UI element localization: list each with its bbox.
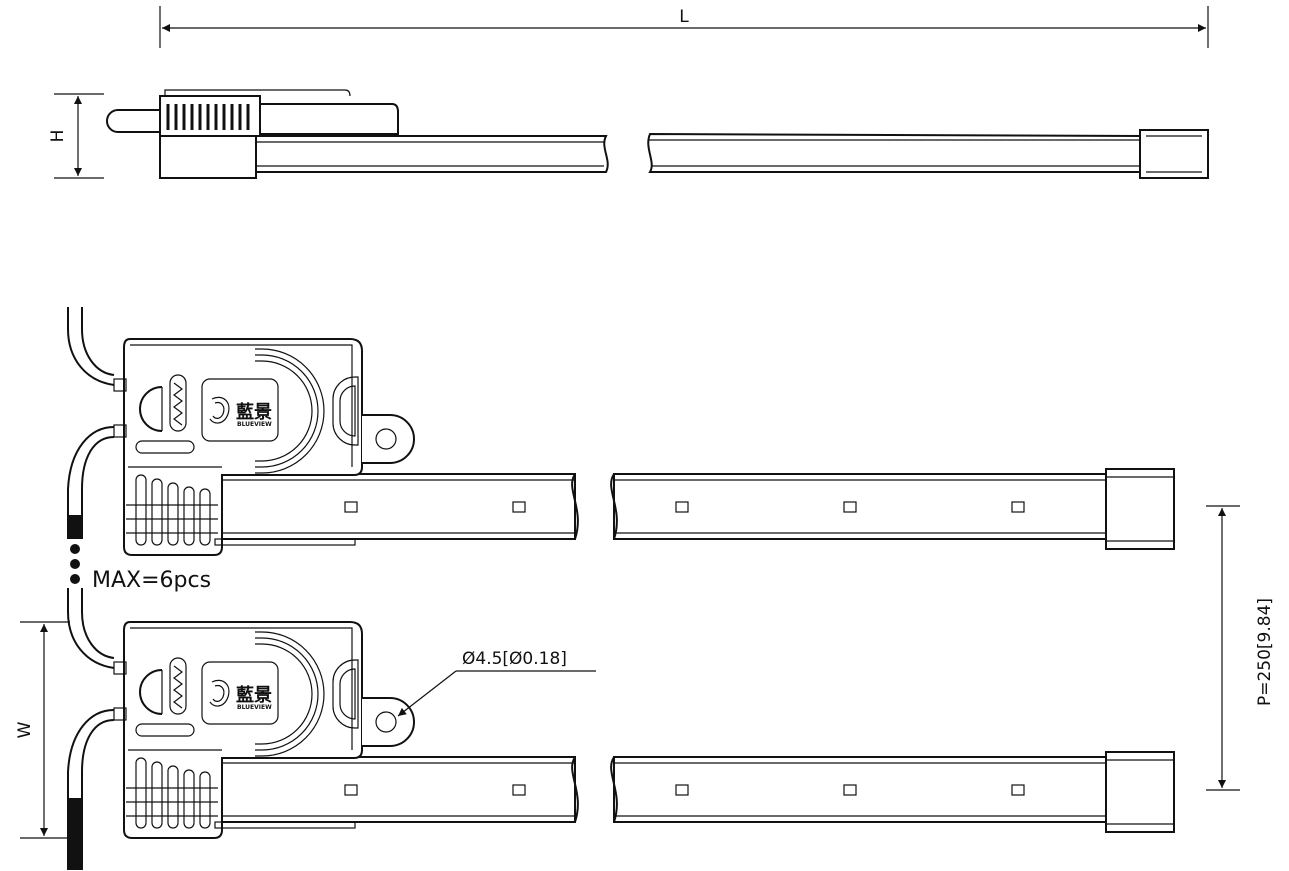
- hole-label: Ø4.5[Ø0.18]: [462, 649, 567, 669]
- logo-top: 藍景 BLUEVIEW: [236, 402, 272, 428]
- length-label: L: [679, 7, 689, 27]
- width-label: W: [15, 721, 35, 738]
- max-count-label: MAX=6pcs: [92, 568, 211, 593]
- logo-brand-bottom: BLUEVIEW: [237, 704, 272, 711]
- logo-bottom: 藍景 BLUEVIEW: [236, 685, 272, 711]
- pitch-dimension: [1206, 505, 1240, 791]
- logo-cjk-top: 藍景: [236, 402, 272, 423]
- logo-brand-top: BLUEVIEW: [237, 421, 272, 428]
- height-label: H: [48, 130, 68, 143]
- side-view: [54, 6, 1209, 179]
- logo-cjk-bottom: 藍景: [236, 685, 272, 706]
- module-bottom: [67, 588, 1175, 870]
- max-indicator: [70, 544, 80, 584]
- pitch-label: P=250[9.84]: [1255, 598, 1275, 706]
- width-dimension: [20, 621, 70, 839]
- hole-leader: [397, 670, 596, 717]
- module-top: [67, 307, 1175, 556]
